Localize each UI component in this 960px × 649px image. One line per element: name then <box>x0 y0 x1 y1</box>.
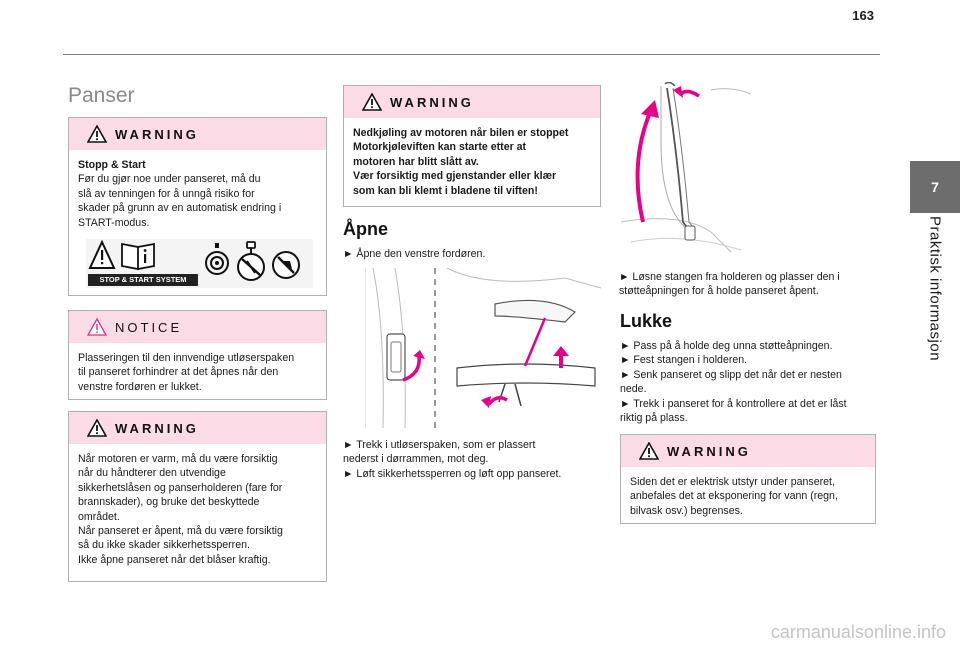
close-step-line: ► Pass på å holde deg unna støtteåpninge… <box>620 340 833 352</box>
warning-body: Stopp & Start Før du gjør noe under pans… <box>69 150 326 239</box>
notice-line: til panseret forhindrer at det åpnes når… <box>78 366 279 379</box>
warning-line: anbefales det at eksponering for vann (r… <box>630 490 838 503</box>
warning-line: sikkerhetslåsen og panserholderen (fare … <box>78 481 283 494</box>
warning-body: Nedkjøling av motoren når bilen er stopp… <box>344 118 600 207</box>
close-step-line: ► Senk panseret og slipp det når det er … <box>620 368 842 381</box>
footer-watermark[interactable]: carmanualsonline.info <box>770 622 946 642</box>
warning-header: WARNING <box>344 86 600 118</box>
support-step-line: støtteåpningen for å holde panseret åpen… <box>619 285 819 298</box>
warning-triangle-icon <box>362 93 382 111</box>
open-step-1: ► Åpne den venstre fordøren. <box>343 248 486 260</box>
chapter-label: Praktisk informasjon <box>926 216 944 362</box>
warning-line: Før du gjør noe under panseret, må du <box>78 173 261 186</box>
warning-line: Når panseret er åpent, må du være forsik… <box>78 525 283 538</box>
warning-box-stop-start: WARNING Stopp & Start Før du gjør noe un… <box>68 117 327 296</box>
close-step-line: riktig på plass. <box>620 412 688 425</box>
notice-heading: NOTICE <box>115 319 183 335</box>
warning-line: Når motoren er varm, må du være forsikti… <box>78 453 278 465</box>
warning-box-hot-engine: WARNING Når motoren er varm, må du være … <box>68 411 327 582</box>
warning-line: brannskader), og bruke det beskyttede <box>78 496 260 509</box>
warning-triangle-icon <box>87 419 107 437</box>
warning-header: WARNING <box>69 118 326 150</box>
warning-line: skader på grunn av en automatisk endring… <box>78 202 282 215</box>
hood-support-rod-illustration <box>621 82 752 252</box>
notice-line: venstre fordøren er lukket. <box>78 380 202 393</box>
warning-body: Siden det er elektrisk utstyr under pans… <box>621 467 875 527</box>
warning-line: Vær forsiktig med gjenstander eller klær <box>353 170 557 183</box>
support-step-line: ► Løsne stangen fra holderen og plasser … <box>619 271 840 283</box>
hood-release-illustration <box>365 268 601 428</box>
chapter-tab[interactable]: 7 <box>910 161 960 213</box>
support-steps: ► Løsne stangen fra holderen og plasser … <box>619 270 876 299</box>
warning-line: START-modus. <box>78 216 150 229</box>
warning-manual-icon <box>88 240 155 271</box>
warning-triangle-icon <box>87 125 107 143</box>
warning-body: Når motoren er varm, må du være forsikti… <box>69 444 326 576</box>
notice-header: NOTICE <box>69 311 326 343</box>
warning-line: så du ikke skader sikkerhetssperren. <box>78 539 250 552</box>
close-step-line: nede. <box>620 383 647 396</box>
close-step-line: ► Fest stangen i holderen. <box>620 354 748 367</box>
warning-box-water: WARNING Siden det er elektrisk utstyr un… <box>620 434 876 524</box>
warning-line: bilvask osv.) begrenses. <box>630 504 743 517</box>
warning-header: WARNING <box>69 412 326 444</box>
stop-start-badge: STOP & START SYSTEM <box>88 274 198 286</box>
warning-line: Nedkjøling av motoren når bilen er stopp… <box>353 127 569 139</box>
warning-line: Motorkjøleviften kan starte etter at <box>353 141 527 154</box>
open-step-line: ► Løft sikkerhetssperren og løft opp pan… <box>343 467 562 480</box>
open-step-line: ► Trekk i utløserspaken, som er plassert <box>343 439 536 451</box>
open-step-line: nederst i dørrammen, mot deg. <box>343 453 489 466</box>
section-title-open: Åpne <box>343 219 388 239</box>
warning-line: som kan bli klemt i bladene til viften! <box>353 184 538 197</box>
notice-box: NOTICE Plasseringen til den innvendige u… <box>68 310 327 400</box>
warning-heading: WARNING <box>115 126 199 142</box>
page-number: 163 <box>852 8 874 23</box>
warning-heading: WARNING <box>115 420 199 436</box>
warning-line: Ikke åpne panseret når det blåser krafti… <box>78 553 271 566</box>
chapter-number: 7 <box>931 179 939 195</box>
warning-line: Siden det er elektrisk utstyr under pans… <box>630 476 835 488</box>
notice-body: Plasseringen til den innvendige utløsers… <box>69 343 326 403</box>
warning-lead: Stopp & Start <box>78 159 146 171</box>
warning-box-fan: WARNING Nedkjøling av motoren når bilen … <box>343 85 601 207</box>
warning-line: slå av tenningen for å unngå risiko for <box>78 187 255 200</box>
warning-line: området. <box>78 510 120 523</box>
notice-line: Plasseringen til den innvendige utløsers… <box>78 352 295 364</box>
warning-heading: WARNING <box>667 443 751 459</box>
close-step-line: ► Trekk i panseret for å kontrollere at … <box>620 397 847 410</box>
section-title-close: Lukke <box>620 311 673 331</box>
top-divider <box>63 54 880 55</box>
section-title-panser: Panser <box>68 84 135 107</box>
warning-heading: WARNING <box>390 94 474 110</box>
notice-triangle-icon <box>87 318 107 336</box>
close-steps: ► Pass på å holde deg unna støtteåpninge… <box>620 339 877 425</box>
warning-line: motoren har blitt slått av. <box>353 155 479 168</box>
stop-start-pictograms: STOP & START SYSTEM <box>86 239 313 288</box>
open-steps: ► Trekk i utløserspaken, som er plassert… <box>343 438 601 481</box>
warning-header: WARNING <box>621 435 875 467</box>
engine-fan-pictogram-icon <box>205 241 300 281</box>
warning-triangle-icon <box>639 442 659 460</box>
warning-line: når du håndterer den utvendige <box>78 467 226 480</box>
